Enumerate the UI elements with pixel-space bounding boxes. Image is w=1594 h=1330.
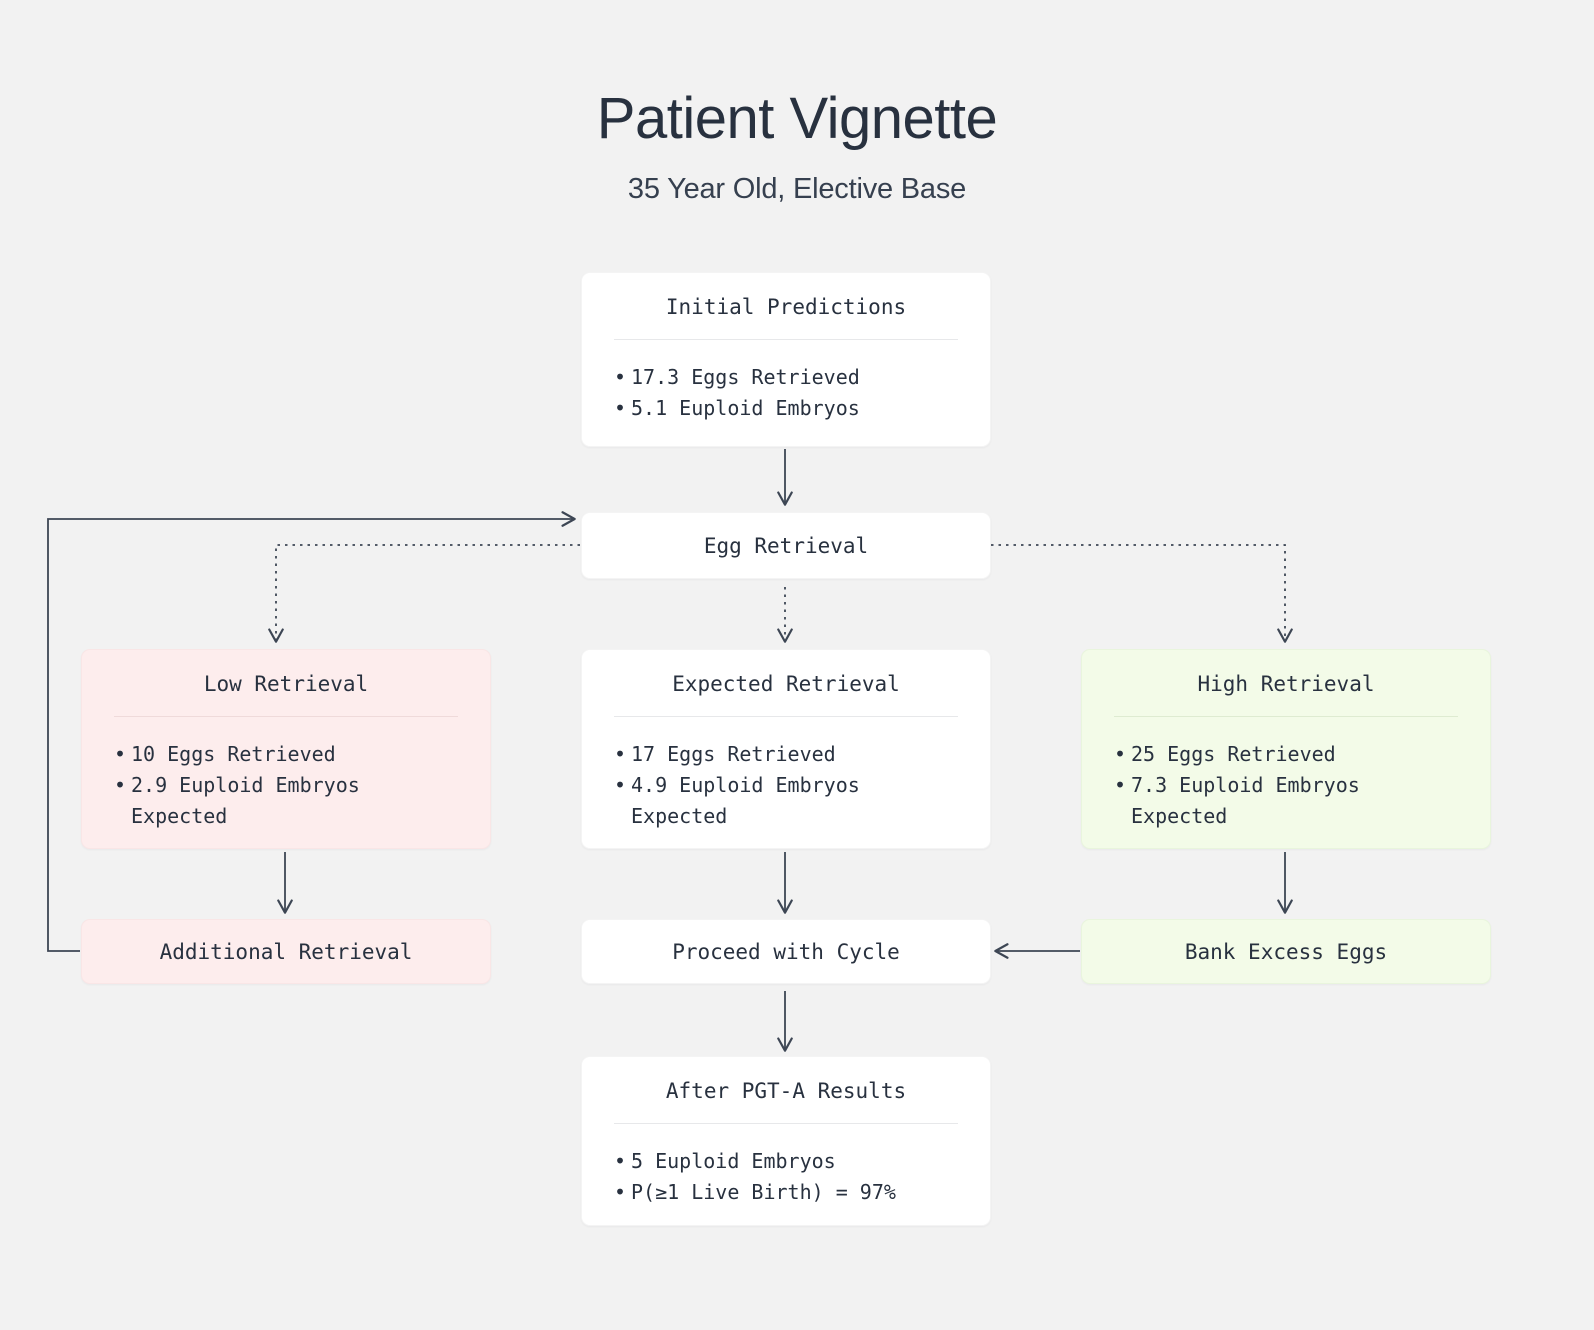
node-title: Expected Retrieval <box>672 672 900 696</box>
list-item: 17.3 Eggs Retrieved <box>612 362 960 393</box>
page-subtitle: 35 Year Old, Elective Base <box>627 172 967 205</box>
node-title: High Retrieval <box>1197 672 1375 696</box>
node-title: Proceed with Cycle <box>672 939 900 964</box>
node-after-pgta-results[interactable]: After PGT-A Results 5 Euploid Embryos P(… <box>581 1056 991 1226</box>
node-bank-excess-eggs[interactable]: Bank Excess Eggs <box>1081 919 1491 984</box>
node-divider <box>614 716 958 717</box>
list-item: 10 Eggs Retrieved <box>112 739 460 770</box>
page-title: Patient Vignette <box>596 86 998 151</box>
node-bullet-list: 25 Eggs Retrieved 7.3 Euploid Embryos Ex… <box>1112 739 1460 832</box>
node-title: Initial Predictions <box>665 295 907 319</box>
node-bullet-list: 17.3 Eggs Retrieved 5.1 Euploid Embryos <box>612 362 960 424</box>
node-expected-retrieval[interactable]: Expected Retrieval 17 Eggs Retrieved 4.9… <box>581 649 991 849</box>
node-egg-retrieval[interactable]: Egg Retrieval <box>581 512 991 579</box>
node-title: Bank Excess Eggs <box>1184 939 1388 964</box>
node-title: After PGT-A Results <box>665 1079 907 1103</box>
node-divider <box>614 1123 958 1124</box>
list-item: 5 Euploid Embryos <box>612 1146 960 1177</box>
list-item: 25 Eggs Retrieved <box>1112 739 1460 770</box>
list-item: 17 Eggs Retrieved <box>612 739 960 770</box>
node-high-retrieval[interactable]: High Retrieval 25 Eggs Retrieved 7.3 Eup… <box>1081 649 1491 849</box>
node-initial-predictions[interactable]: Initial Predictions 17.3 Eggs Retrieved … <box>581 272 991 447</box>
node-bullet-list: 10 Eggs Retrieved 2.9 Euploid Embryos Ex… <box>112 739 460 832</box>
node-bullet-list: 17 Eggs Retrieved 4.9 Euploid Embryos Ex… <box>612 739 960 832</box>
node-title: Low Retrieval <box>203 672 369 696</box>
node-title: Egg Retrieval <box>703 533 869 558</box>
edge-egg-retrieval-to-low <box>268 544 580 643</box>
node-title: Additional Retrieval <box>159 939 413 964</box>
node-proceed-with-cycle[interactable]: Proceed with Cycle <box>581 919 991 984</box>
node-bullet-list: 5 Euploid Embryos P(≥1 Live Birth) = 97% <box>612 1146 960 1208</box>
list-item: 4.9 Euploid Embryos Expected <box>612 770 960 832</box>
node-low-retrieval[interactable]: Low Retrieval 10 Eggs Retrieved 2.9 Eupl… <box>81 649 491 849</box>
node-divider <box>614 339 958 340</box>
list-item: 7.3 Euploid Embryos Expected <box>1112 770 1460 832</box>
list-item: 5.1 Euploid Embryos <box>612 393 960 424</box>
node-divider <box>1114 716 1458 717</box>
edge-egg-retrieval-to-high <box>991 544 1293 643</box>
node-additional-retrieval[interactable]: Additional Retrieval <box>81 919 491 984</box>
page-header: Patient Vignette 35 Year Old, Elective B… <box>0 86 1594 206</box>
node-divider <box>114 716 458 717</box>
list-item: P(≥1 Live Birth) = 97% <box>612 1177 960 1208</box>
list-item: 2.9 Euploid Embryos Expected <box>112 770 460 832</box>
